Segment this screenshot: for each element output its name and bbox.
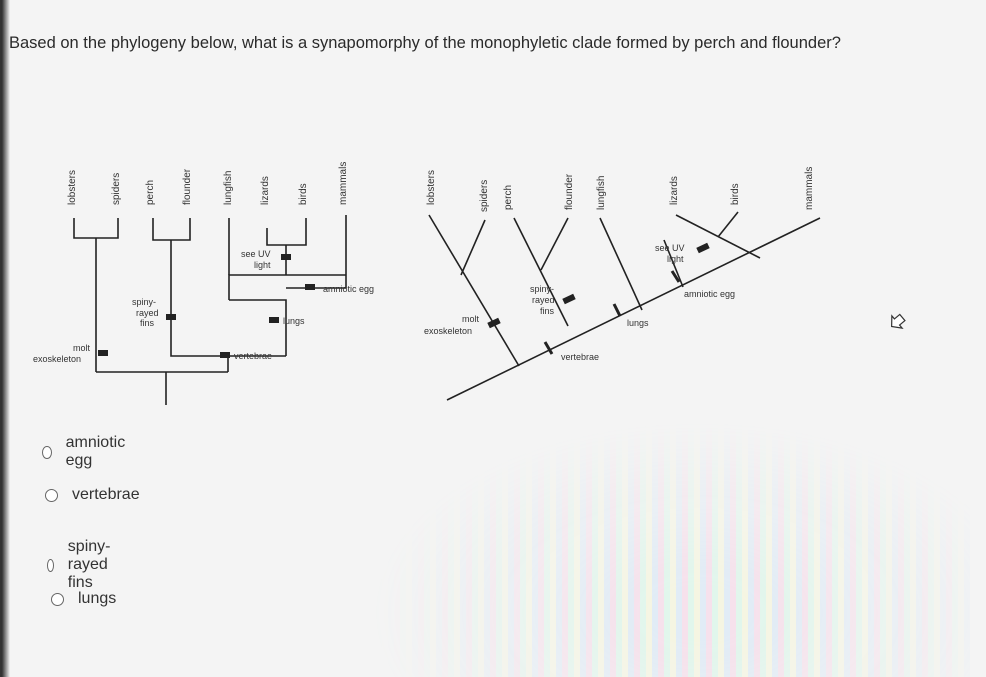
right-mark-lungs — [612, 303, 622, 317]
left-branch-amniote-join — [228, 274, 346, 300]
right-tree: lobsters spiders perch flounder lungfish… — [424, 167, 821, 401]
left-taxon-birds: birds — [298, 183, 309, 205]
left-label-light: light — [254, 260, 271, 270]
right-taxon-perch: perch — [503, 185, 514, 210]
right-branch-lungfish — [599, 217, 643, 311]
right-mark-molt-exoskeleton — [487, 317, 501, 329]
right-label-molt: molt — [462, 314, 480, 324]
right-branch-flounder — [540, 217, 569, 271]
left-taxon-mammals: mammals — [338, 162, 349, 205]
right-taxon-mammals: mammals — [804, 167, 815, 210]
left-label-molt: molt — [73, 343, 91, 353]
option-lungs[interactable]: lungs — [51, 590, 116, 608]
option-label-amniotic-egg: amniotic egg — [65, 434, 126, 469]
right-label-vertebrae: vertebrae — [561, 352, 599, 362]
left-mark-amniotic-egg — [305, 284, 315, 290]
left-taxon-lungfish: lungfish — [223, 171, 234, 205]
mouse-pointer-icon — [891, 313, 906, 329]
right-label-spiny: spiny- — [530, 284, 554, 294]
right-taxon-birds: birds — [730, 183, 741, 205]
right-label-fins: fins — [540, 306, 555, 316]
right-mark-vertebrae — [543, 341, 554, 355]
right-branch-lobsters — [428, 214, 520, 367]
left-mark-lungs — [269, 317, 279, 323]
left-label-see-uv: see UV — [241, 249, 271, 259]
right-taxon-lizards: lizards — [669, 176, 680, 205]
left-taxon-perch: perch — [145, 180, 156, 205]
option-amniotic-egg[interactable]: amniotic egg — [42, 434, 129, 470]
right-taxon-lobsters: lobsters — [426, 170, 437, 205]
left-taxon-flounder: flounder — [182, 168, 193, 205]
left-tree: lobsters spiders perch flounder lungfish… — [33, 162, 374, 405]
right-label-amniotic-egg: amniotic egg — [684, 289, 735, 299]
right-branch-birds — [717, 211, 739, 238]
left-taxon-spiders: spiders — [111, 173, 122, 205]
left-label-vertebrae: vertebrae — [234, 351, 272, 361]
left-label-spiny: spiny- — [132, 297, 156, 307]
left-label-lungs: lungs — [283, 316, 305, 326]
left-branch-birds-lizards — [266, 218, 307, 246]
left-taxon-lizards: lizards — [260, 176, 271, 205]
left-mark-see-uv — [281, 254, 291, 260]
radio-spiny-rayed-fins[interactable] — [47, 558, 54, 572]
right-mark-amniotic-egg — [670, 270, 681, 283]
option-vertebrae[interactable]: vertebrae — [45, 486, 140, 504]
left-branch-fish — [152, 218, 191, 241]
right-mark-see-uv — [696, 242, 710, 254]
left-label-rayed: rayed — [136, 308, 159, 318]
radio-lungs[interactable] — [51, 592, 64, 606]
right-branch-perch — [513, 217, 569, 327]
screen-edge — [0, 0, 10, 677]
option-spiny-rayed-fins[interactable]: spiny-rayed fins — [47, 538, 117, 592]
right-mark-spiny-rayed — [562, 293, 576, 305]
right-label-rayed: rayed — [532, 295, 555, 305]
option-label-vertebrae: vertebrae — [72, 486, 140, 503]
right-branch-amniote — [663, 239, 684, 288]
right-label-lungs: lungs — [627, 318, 649, 328]
right-label-light: light — [667, 254, 684, 264]
radio-vertebrae[interactable] — [45, 488, 58, 502]
left-label-fins: fins — [140, 318, 155, 328]
left-mark-molt-exoskeleton — [98, 350, 108, 356]
left-branch-vertebrates — [170, 318, 286, 357]
radio-amniotic-egg[interactable] — [42, 445, 52, 459]
right-backbone — [446, 217, 821, 401]
right-taxon-flounder: flounder — [564, 173, 575, 210]
question-text: Based on the phylogeny below, what is a … — [9, 34, 841, 52]
right-taxon-lungfish: lungfish — [596, 176, 607, 210]
option-label-spiny-rayed-fins: spiny-rayed fins — [67, 538, 111, 591]
right-label-see-uv: see UV — [655, 243, 685, 253]
left-mark-spiny-rayed — [166, 314, 176, 320]
right-label-exoskeleton: exoskeleton — [424, 326, 472, 336]
left-label-amniotic-egg: amniotic egg — [323, 284, 374, 294]
right-branch-spiders — [460, 219, 486, 276]
left-branch-tetrapods — [229, 299, 287, 356]
left-label-exoskeleton: exoskeleton — [33, 354, 81, 364]
right-taxon-spiders: spiders — [479, 180, 490, 212]
option-label-lungs: lungs — [78, 590, 117, 607]
left-taxon-lobsters: lobsters — [67, 170, 78, 205]
left-mark-vertebrae — [220, 352, 230, 358]
left-branch-arthropods — [73, 218, 119, 239]
